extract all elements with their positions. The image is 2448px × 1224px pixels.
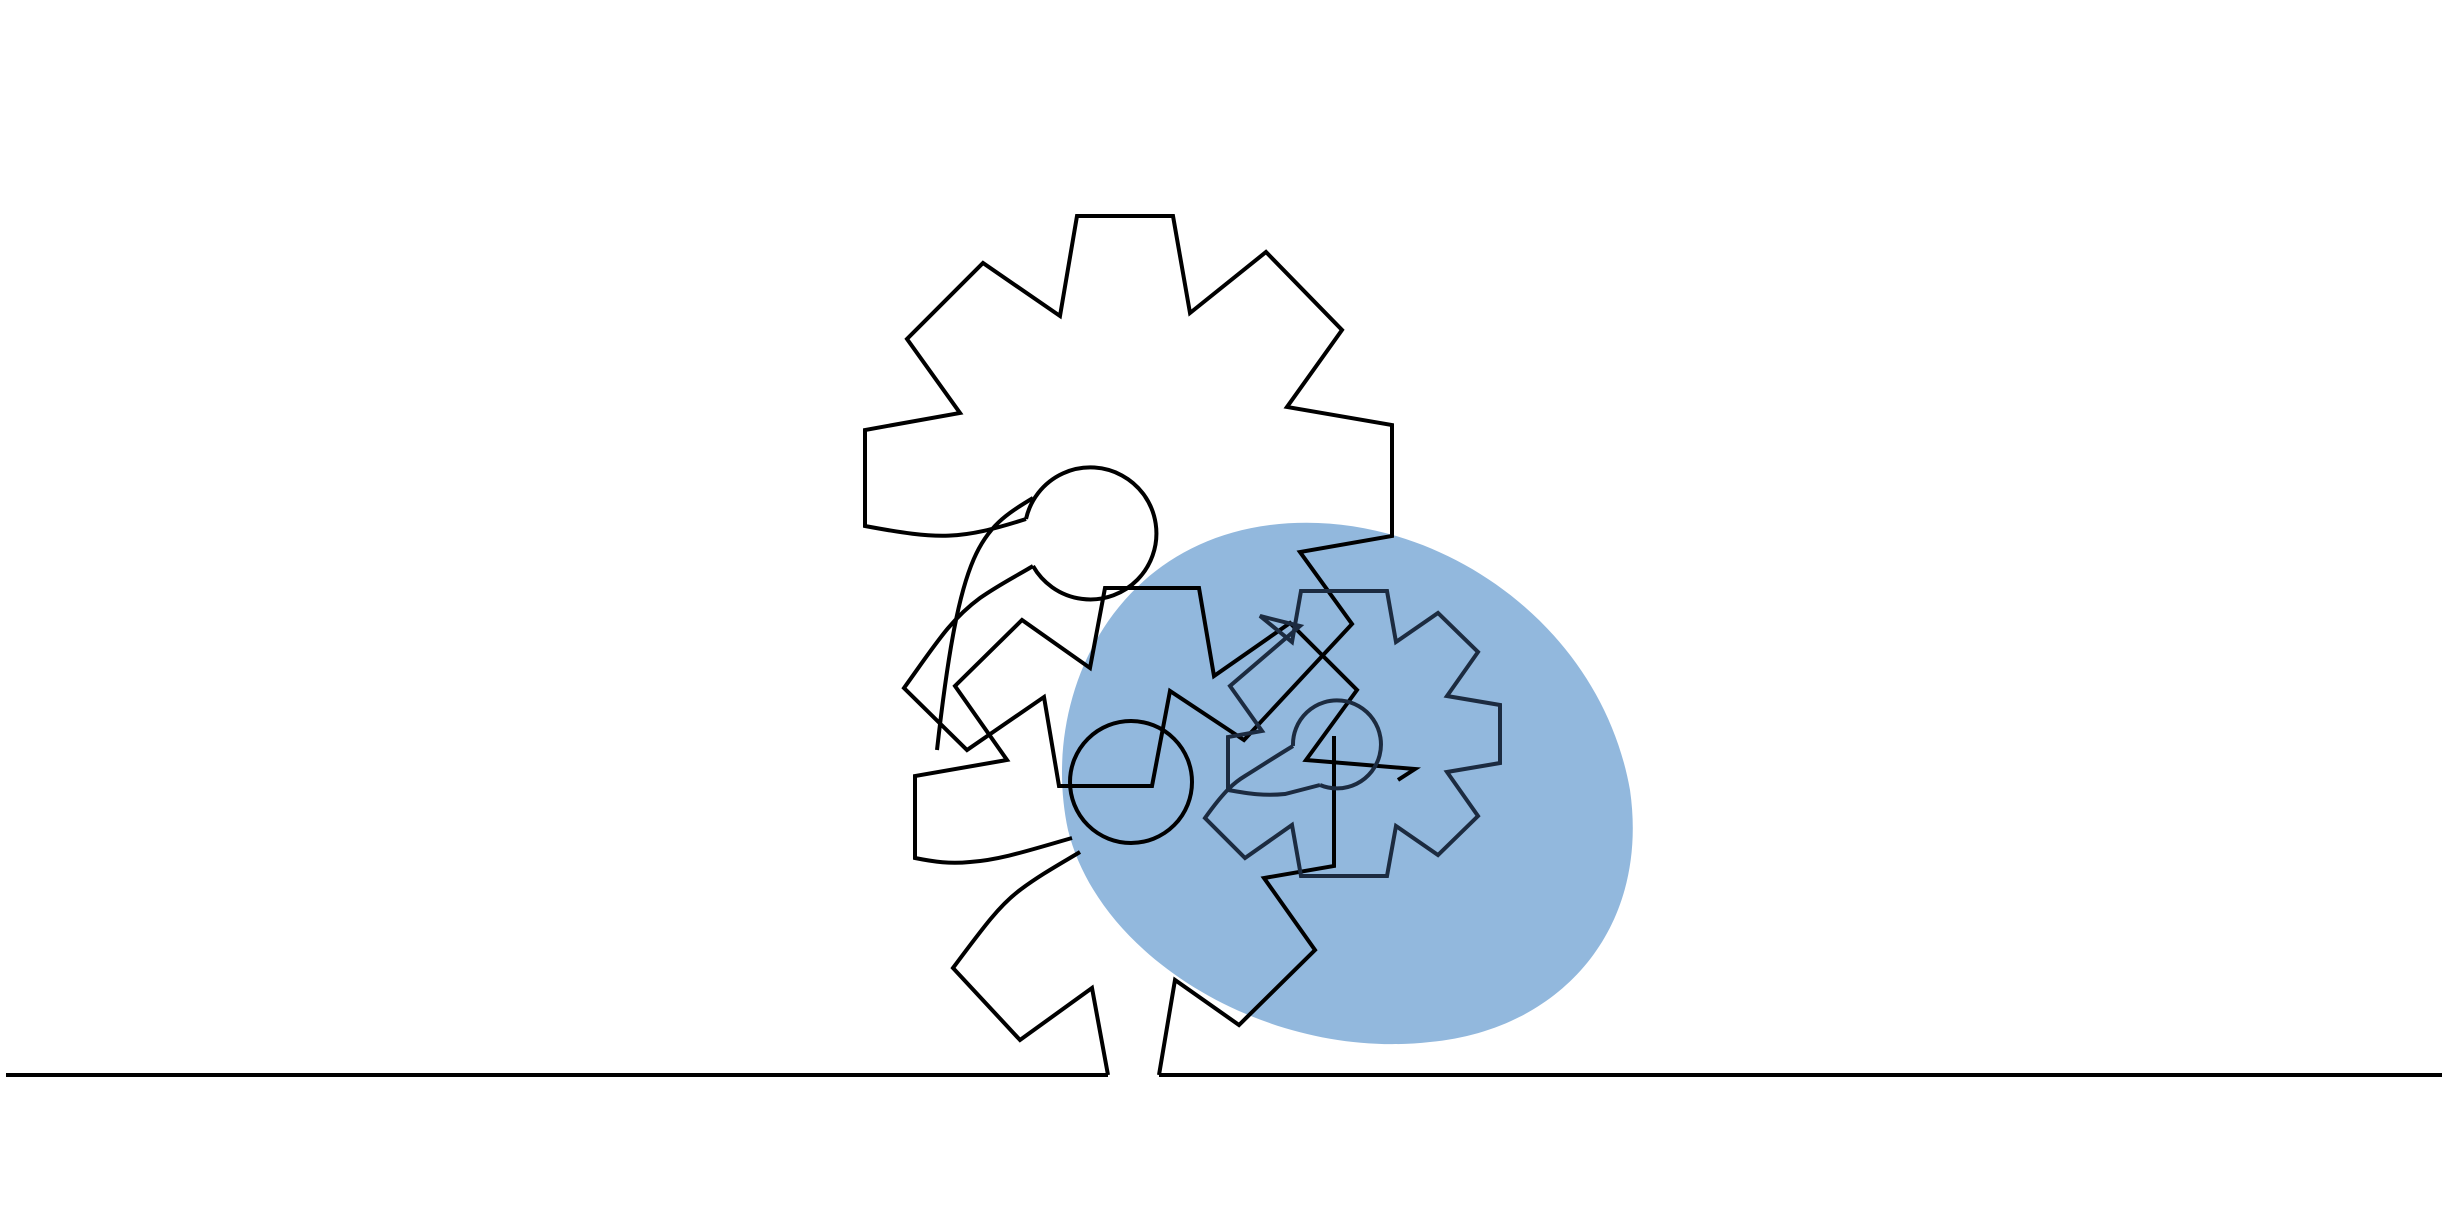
large-gear-top (863, 214, 1394, 788)
blue-blob (1061, 522, 1633, 1045)
small-gear (1202, 589, 1502, 878)
hub-hole (1068, 719, 1194, 845)
hub-hole (1024, 465, 1159, 602)
large-gear-bottom (913, 586, 1422, 1076)
